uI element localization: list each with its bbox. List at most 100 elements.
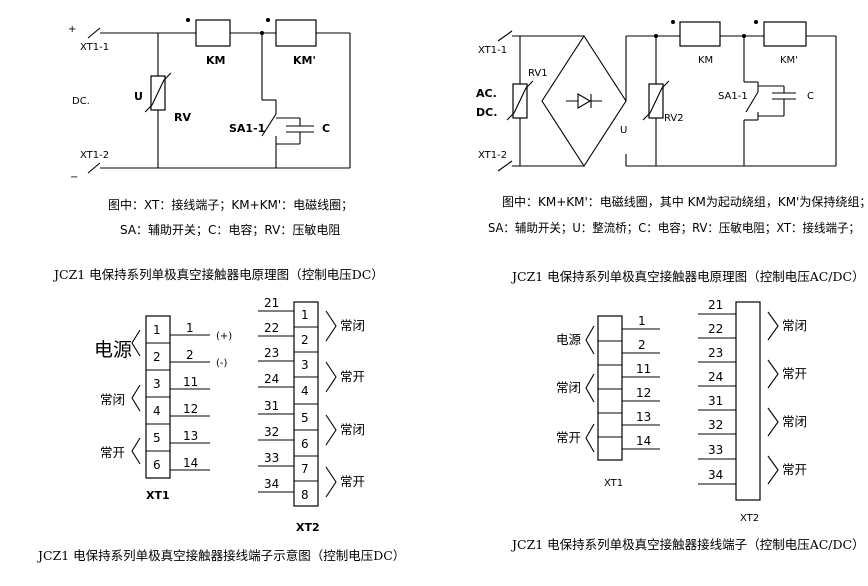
- dc-caption-line1: 图中：XT：接线端子；KM+KM'：电磁线圈；: [108, 197, 353, 212]
- no-label: 常开: [556, 430, 581, 445]
- xt2-name: XT2: [296, 521, 320, 534]
- xt2-wire-21: 21: [708, 298, 723, 312]
- xt2-label-nc-2: 常闭: [340, 422, 365, 437]
- km-label: KM: [206, 54, 225, 67]
- xt2-wire-22: 22: [264, 321, 279, 335]
- km-prime-coil: [275, 19, 317, 47]
- varistor-rv1: [506, 80, 534, 121]
- rv-label: RV: [174, 111, 191, 124]
- xt1-pos-2: 2: [153, 350, 161, 364]
- xt2-wire-23: 23: [264, 346, 279, 360]
- xt1-2-label: XT1-2: [80, 150, 109, 161]
- xt1-wire-12: 12: [183, 402, 198, 416]
- xt1-2-label: XT1-2: [478, 150, 507, 161]
- nc-label: 常闭: [100, 392, 125, 407]
- xt1-pos-1: 1: [153, 323, 161, 337]
- c-label: C: [807, 91, 814, 102]
- acdc-caption-line1: 图中：KM+KM'：电磁线圈，其中 KM为起动绕组，KM'为保持绕组；: [502, 194, 868, 209]
- xt1-wire-11: 11: [636, 362, 651, 376]
- acdc-circuit: XT1-1 XT1-2 AC. DC. RV1 RV2 U KM KM' SA1…: [476, 20, 868, 284]
- polarity-minus: (-): [216, 358, 228, 369]
- xt2-wire-32: 32: [264, 425, 279, 439]
- xt1-wire-14: 14: [636, 434, 651, 448]
- xt1-pos-4: 4: [153, 404, 161, 418]
- xt2-label-no-1: 常开: [340, 369, 365, 384]
- xt1-wire-13: 13: [636, 410, 651, 424]
- c-label: C: [322, 122, 330, 135]
- xt1-wire-14: 14: [183, 456, 198, 470]
- xt1-wire-13: 13: [183, 429, 198, 443]
- xt2-name: XT2: [740, 513, 759, 524]
- xt2-wire-31: 31: [264, 399, 279, 413]
- xt2-wire-34: 34: [708, 468, 723, 482]
- varistor-rv2: [642, 80, 670, 121]
- xt2-label-nc-1: 常闭: [340, 318, 365, 333]
- km-prime-coil: [763, 21, 807, 47]
- dc-terminals: 1 2 3 4 5 6 1 2 11 12 13 14 (+) (-) 电源 常…: [36, 296, 405, 563]
- acdc-caption-line2: SA：辅助开关；U：整流桥；C：电容；RV：压敏电阻；XT：接线端子；: [488, 220, 860, 235]
- xt1-1-label: XT1-1: [478, 45, 507, 56]
- xt2-wire-21: 21: [264, 296, 279, 310]
- sa1-1-label: SA1-1: [229, 122, 265, 135]
- xt2-wire-24: 24: [708, 370, 723, 384]
- xt1-wire-2: 2: [186, 348, 194, 362]
- km-coil: [679, 21, 721, 47]
- xt2-pos-7: 7: [301, 462, 309, 476]
- xt2-label-nc-1: 常闭: [782, 318, 807, 333]
- dc-circuit: + − XT1-1 XT1-2 DC. U RV KM KM' SA1-1 C …: [52, 18, 384, 282]
- rv1-label: RV1: [528, 68, 548, 79]
- xt2-label-no-2: 常开: [782, 462, 807, 477]
- plus-sign: +: [68, 24, 76, 35]
- xt2-wire-24: 24: [264, 372, 279, 386]
- varistor-rv: [144, 72, 172, 113]
- u-label: U: [134, 90, 143, 103]
- dc-terminals-title: JCZ1 电保持系列单极真空接触器接线端子示意图（控制电压DC）: [36, 548, 405, 563]
- xt1-wire-12: 12: [636, 386, 651, 400]
- nc-label: 常闭: [556, 380, 581, 395]
- xt1-wire-1: 1: [186, 321, 194, 335]
- acdc-terminals: 1 2 11 12 13 14 电源 常闭 常开 XT1 21 22 23 24: [510, 298, 865, 552]
- xt1-wire-2: 2: [638, 338, 646, 352]
- xt1-name: XT1: [604, 478, 623, 489]
- xt2-pos-5: 5: [301, 411, 309, 425]
- km-coil: [195, 19, 231, 47]
- xt1-pos-3: 3: [153, 377, 161, 391]
- xt2-wire-22: 22: [708, 322, 723, 336]
- xt2-pos-4: 4: [301, 384, 309, 398]
- acdc-terminals-title: JCZ1 电保持系列单极真空接触器接线端子（控制电压AC/DC）: [510, 537, 865, 552]
- xt2-label-no-2: 常开: [340, 474, 365, 489]
- power-label: 电源: [94, 339, 132, 361]
- xt2-wire-23: 23: [708, 346, 723, 360]
- km-label: KM: [698, 55, 713, 66]
- xt2-label-no-1: 常开: [782, 366, 807, 381]
- power-label: 电源: [556, 332, 582, 347]
- bridge-diode-icon: [566, 93, 602, 109]
- xt1-name: XT1: [146, 489, 170, 502]
- dc-label: DC.: [476, 106, 497, 119]
- polarity-plus: (+): [216, 331, 232, 342]
- xt2-wire-33: 33: [264, 451, 279, 465]
- xt1-pos-6: 6: [153, 458, 161, 472]
- xt2-wire-34: 34: [264, 477, 279, 491]
- xt2-pos-8: 8: [301, 488, 309, 502]
- rv2-label: RV2: [664, 113, 684, 124]
- minus-sign: −: [70, 172, 78, 183]
- xt2-wire-31: 31: [708, 394, 723, 408]
- xt2-pos-6: 6: [301, 437, 309, 451]
- km-prime-label: KM': [780, 55, 798, 66]
- acdc-circuit-title: JCZ1 电保持系列单极真空接触器电原理图（控制电压AC/DC）: [510, 269, 865, 284]
- dc-caption-line2: SA：辅助开关；C：电容；RV：压敏电阻: [120, 222, 340, 237]
- xt2-wire-33: 33: [708, 443, 723, 457]
- ac-label: AC.: [476, 87, 497, 100]
- xt2-wire-32: 32: [708, 418, 723, 432]
- km-prime-label: KM': [293, 54, 316, 67]
- xt2-pos-1: 1: [301, 308, 309, 322]
- sa1-1-label: SA1-1: [718, 91, 748, 102]
- xt2-pos-2: 2: [301, 333, 309, 347]
- xt2-label-nc-2: 常闭: [782, 414, 807, 429]
- u-label: U: [620, 125, 627, 136]
- xt1-pos-5: 5: [153, 431, 161, 445]
- xt2-pos-3: 3: [301, 358, 309, 372]
- no-label: 常开: [100, 445, 125, 460]
